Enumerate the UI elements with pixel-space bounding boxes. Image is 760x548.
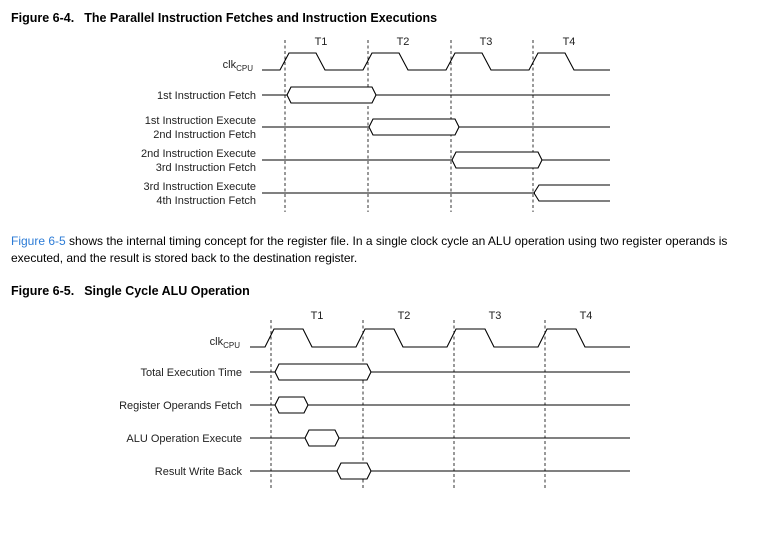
signal-label: Result Write Back	[155, 466, 243, 478]
clock-label: clkCPU	[210, 336, 241, 350]
timing-diagram-parallel-fetch-execute: T1 T2 T3 T4 clkCPU 1st Instruction Fetch 1st I…	[141, 36, 611, 212]
figure-6-4-caption: The Parallel Instruction Fetches and Ins…	[84, 11, 438, 25]
period-label-t2: T2	[398, 310, 411, 322]
data-valid-window	[274, 396, 309, 414]
data-valid-window	[274, 363, 372, 381]
period-label-t3: T3	[489, 310, 502, 322]
data-valid-window	[451, 151, 543, 169]
period-label-t4: T4	[580, 310, 593, 322]
figure-6-5-title: Figure 6-5. Single Cycle ALU Operation	[11, 284, 250, 298]
period-label-t1: T1	[311, 310, 324, 322]
timing-diagram-single-cycle-alu: T1 T2 T3 T4 clkCPU Total Execution TimeRegist…	[119, 310, 630, 490]
data-valid-window-open	[533, 184, 610, 202]
signal-label: ALU Operation Execute	[126, 433, 242, 445]
figure-6-5-caption: Single Cycle ALU Operation	[84, 284, 250, 298]
figure-6-5-link[interactable]: Figure 6-5	[11, 234, 66, 248]
signal-label: Total Execution Time	[141, 367, 243, 379]
signal-label: 3rd Instruction Fetch	[156, 162, 256, 174]
period-label-t4: T4	[563, 36, 576, 48]
figure-6-4-number: Figure 6-4.	[11, 11, 75, 25]
period-label-t2: T2	[397, 36, 410, 48]
clock-label: clkCPU	[223, 59, 254, 73]
data-valid-window	[286, 86, 377, 104]
figure-6-4-title: Figure 6-4. The Parallel Instruction Fetc…	[11, 11, 437, 25]
signal-label: 2nd Instruction Execute	[141, 148, 256, 160]
data-valid-window	[368, 118, 460, 136]
paragraph-text: shows the internal timing concept for th…	[11, 234, 728, 265]
clock-waveform	[250, 328, 630, 348]
figure-6-5-number: Figure 6-5.	[11, 284, 75, 298]
signal-label: 3rd Instruction Execute	[143, 181, 256, 193]
data-valid-window	[304, 429, 340, 447]
signal-gap	[535, 192, 611, 194]
data-valid-window	[336, 462, 372, 480]
clock-waveform	[262, 52, 610, 71]
signal-label: 1st Instruction Execute	[145, 115, 256, 127]
signal-label: 4th Instruction Fetch	[156, 195, 256, 207]
signal-label: 2nd Instruction Fetch	[153, 129, 256, 141]
period-label-t1: T1	[315, 36, 328, 48]
signal-label: 1st Instruction Fetch	[157, 90, 256, 102]
period-label-t3: T3	[480, 36, 493, 48]
signal-label: Register Operands Fetch	[119, 400, 242, 412]
body-paragraph: Figure 6-5 shows the internal timing con…	[11, 233, 751, 267]
